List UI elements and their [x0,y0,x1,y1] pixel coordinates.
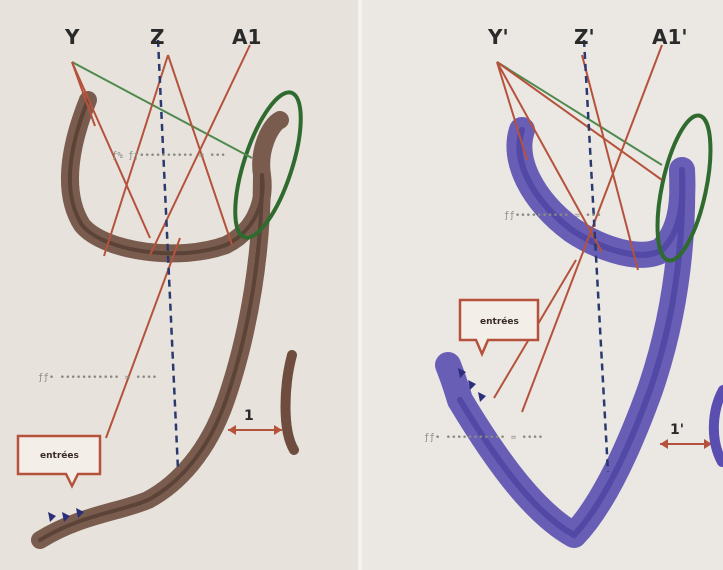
entrees-box [18,436,100,486]
label-z: Z [150,25,165,49]
svg-text:ƒ% ƒƒ•••••••••• = •••: ƒ% ƒƒ•••••••••• = ••• [112,151,226,161]
left-diagram: ƒ% ƒƒ•••••••••• = ••• ƒƒ• ••••••••••• = … [0,0,360,570]
left-panel-brown-stroke: ƒ% ƒƒ•••••••••• = ••• ƒƒ• ••••••••••• = … [0,0,360,570]
entrees-box [460,300,538,354]
entrees-label: entrées [480,316,519,327]
svg-text:ƒƒ• ••••••••••• = ••••: ƒƒ• ••••••••••• = •••• [38,373,157,383]
right-panel-purple-stroke: ƒƒ•••••••••• = ••• ƒƒ• ••••••••••• = •••… [362,0,723,570]
gap-label: 1 [244,408,254,424]
gap-label: 1' [670,422,684,438]
label-z-prime: Z' [574,25,595,49]
label-a1: A1 [232,25,261,49]
label-a1-prime: A1' [652,25,688,49]
entrees-label: entrées [40,450,79,461]
right-diagram: ƒƒ•••••••••• = ••• ƒƒ• ••••••••••• = •••… [362,0,723,570]
svg-text:ƒƒ•••••••••• = •••: ƒƒ•••••••••• = ••• [504,211,602,221]
label-y: Y [64,25,80,49]
svg-text:ƒƒ• ••••••••••• = ••••: ƒƒ• ••••••••••• = •••• [424,433,543,443]
label-y-prime: Y' [487,25,509,49]
